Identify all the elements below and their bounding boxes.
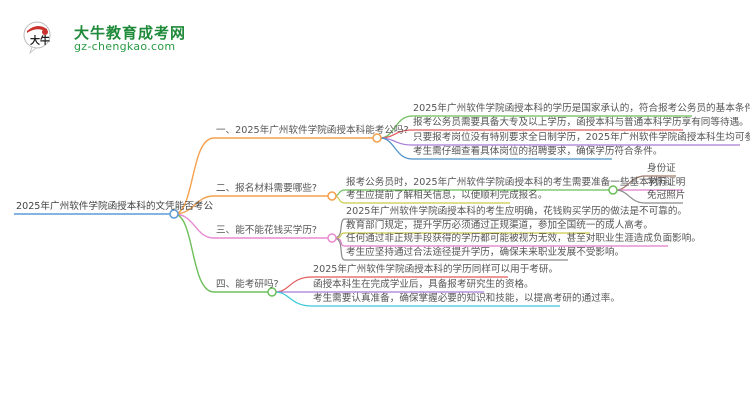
root-topic[interactable]: 2025年广州软件学院函授本科的文凭能否考公: [16, 201, 214, 212]
svg-text:大牛: 大牛: [30, 34, 50, 47]
branch-4-node-handle: [267, 287, 277, 297]
brand-url: gz-chengkao.com: [74, 40, 176, 53]
branch-2-node-handle: [327, 191, 337, 201]
brand-logo[interactable]: 大牛 大牛教育成考网 gz-chengkao.com: [18, 18, 218, 58]
branch-1-item-2[interactable]: 报考公务员需要具备大专及以上学历，函授本科与普通本科学历享有同等待遇。: [413, 117, 749, 128]
materials-node-handle: [608, 185, 618, 195]
branch-1-item-3[interactable]: 只要报考岗位没有特别要求全日制学历，2025年广州软件学院函授本科生均可参加公务…: [413, 132, 750, 143]
material-diploma[interactable]: 学历证明: [647, 177, 686, 188]
branch-1-item-1[interactable]: 2025年广州软件学院函授本科的学历是国家承认的，符合报考公务员的基本条件。: [413, 103, 750, 114]
material-id-card[interactable]: 身份证: [647, 163, 676, 174]
branch-4-item-3[interactable]: 考生需要认真准备，确保掌握必要的知识和技能，以提高考研的通过率。: [313, 293, 620, 304]
branch-4-item-1[interactable]: 2025年广州软件学院函授本科的学历同样可以用于考研。: [313, 264, 559, 275]
branch-1-item-4[interactable]: 考生需仔细查看具体岗位的招聘要求，确保学历符合条件。: [413, 146, 663, 157]
branch-3-item-3[interactable]: 任何通过非正规手段获得的学历都可能被视为无效，甚至对职业生涯造成负面影响。: [346, 233, 701, 244]
root-node-handle: [169, 209, 179, 219]
branch-3-item-1[interactable]: 2025年广州软件学院函授本科的考生应明确，花钱购买学历的做法是不可靠的。: [346, 206, 688, 217]
branch-4-label[interactable]: 四、能考研吗?: [216, 279, 279, 290]
branch-1-label[interactable]: 一、2025年广州软件学院函授本科能考公吗?: [216, 125, 409, 136]
branch-3-item-4[interactable]: 考生应坚持通过合法途径提升学历，确保未来职业发展不受影响。: [346, 247, 625, 258]
material-photo[interactable]: 免冠照片: [647, 190, 686, 201]
branch-2-label[interactable]: 二、报名材料需要哪些?: [216, 183, 318, 194]
logo-mascot-icon: 大牛: [23, 21, 51, 54]
branch-4-item-2[interactable]: 函授本科生在完成学业后，具备报考研究生的资格。: [313, 279, 534, 290]
branch-3-node-handle: [327, 233, 337, 243]
branch-1-node-handle: [372, 133, 382, 143]
branch-2-item-1[interactable]: 报考公务员时，2025年广州软件学院函授本科的考生需要准备一些基本材料：: [346, 177, 678, 188]
branch-2-item-2[interactable]: 考生应提前了解相关信息，以便顺利完成报名。: [346, 190, 548, 201]
branch-3-label[interactable]: 三、能不能花钱买学历?: [216, 225, 318, 236]
branch-3-item-2[interactable]: 教育部门规定，提升学历必须通过正规渠道，参加全国统一的成人高考。: [346, 220, 653, 231]
brand-name: 大牛教育成考网: [74, 24, 187, 42]
